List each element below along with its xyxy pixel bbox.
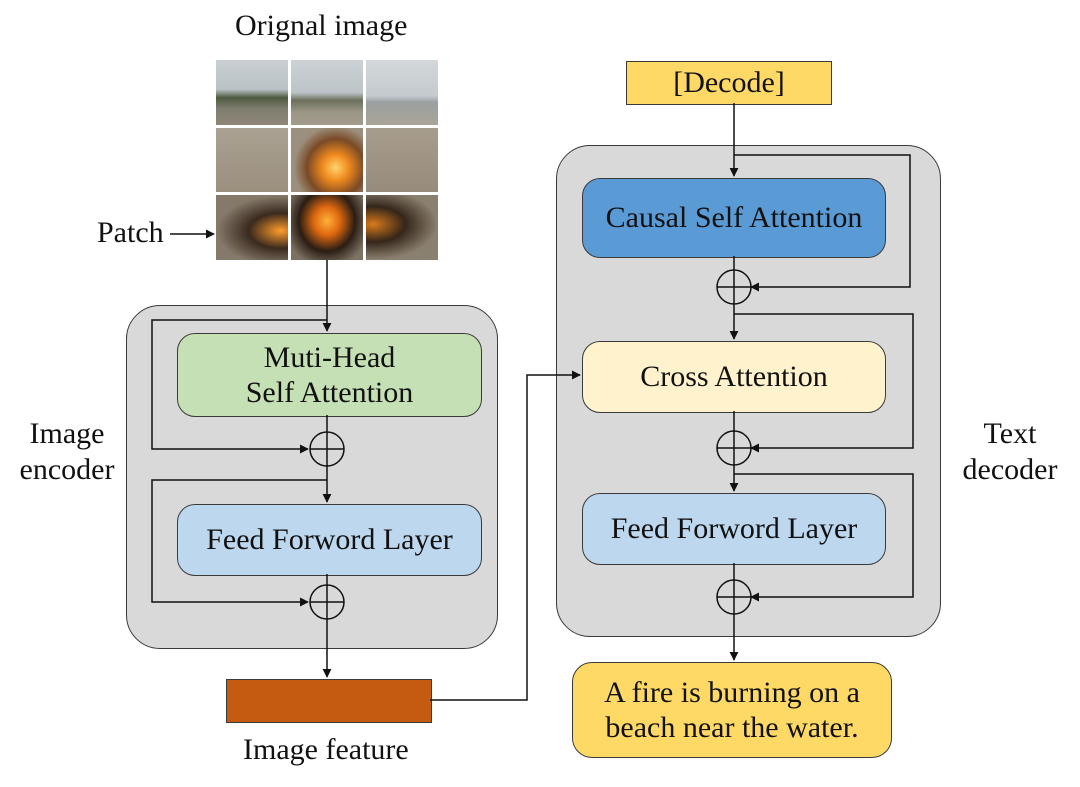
add-circle-icon — [716, 579, 752, 615]
add-circle-icon — [309, 431, 345, 467]
decode-token: [Decode] — [626, 61, 832, 105]
decoder-residual-3 — [734, 473, 914, 602]
patch-tile — [366, 195, 438, 260]
decoder-label-line2: decoder — [962, 453, 1058, 486]
feature-to-cross-arrow — [430, 370, 581, 701]
cross-label: Cross Attention — [640, 360, 828, 394]
decode-token-label: [Decode] — [673, 66, 785, 99]
patch-tile — [216, 195, 288, 260]
decoder-residual-1 — [734, 154, 911, 292]
patch-tile — [216, 127, 288, 193]
causal-label: Causal Self Attention — [605, 201, 863, 235]
patch-label: Patch — [97, 216, 164, 249]
mhsa-line1: Muti-Head — [263, 340, 396, 374]
output-line2: beach near the water. — [605, 711, 859, 744]
image-feature-bar — [226, 679, 432, 723]
encoder-feed-forward-block: Feed Forword Layer — [177, 504, 482, 576]
encoder-residual-1 — [151, 319, 327, 454]
encoder-ffn-label: Feed Forword Layer — [206, 523, 453, 557]
add-circle-icon — [309, 584, 345, 620]
decoder-ffn-label: Feed Forword Layer — [610, 512, 858, 546]
encoder-label-line1: Image — [29, 417, 105, 450]
patch-tile — [291, 60, 363, 125]
image-feature-label: Image feature — [243, 733, 409, 766]
patch-tile — [216, 60, 288, 125]
encoder-residual-2 — [151, 479, 327, 607]
patch-tile — [366, 127, 438, 193]
decoder-residual-2 — [734, 313, 914, 453]
patch-tile — [366, 60, 438, 125]
original-image-label: Orignal image — [235, 9, 408, 42]
decoder-feed-forward-block: Feed Forword Layer — [582, 493, 886, 565]
add-circle-icon — [716, 269, 752, 305]
patch-tile — [291, 195, 363, 260]
add-circle-icon — [716, 430, 752, 466]
patched-image — [216, 60, 438, 260]
causal-self-attention-block: Causal Self Attention — [582, 178, 886, 258]
patch-tile — [291, 127, 363, 193]
cross-attention-block: Cross Attention — [582, 341, 886, 413]
output-line1: A fire is burning on a — [604, 675, 860, 709]
decoder-label-line1: Text — [983, 417, 1037, 450]
mhsa-line2: Self Attention — [245, 376, 414, 409]
encoder-label-line2: encoder — [19, 453, 115, 486]
